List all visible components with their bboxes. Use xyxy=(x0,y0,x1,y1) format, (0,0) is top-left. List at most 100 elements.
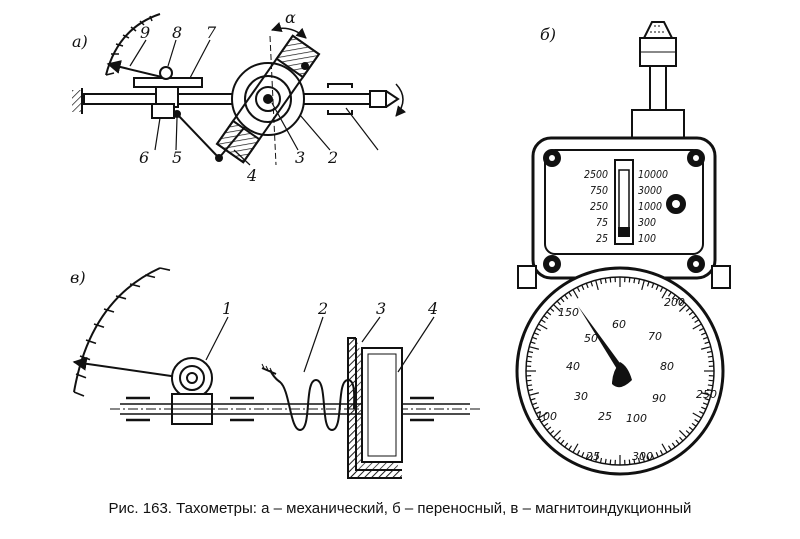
dial-tick xyxy=(526,360,532,363)
dial-tick xyxy=(685,430,691,435)
figure-caption: Рис. 163. Тахометры: а – механический, б… xyxy=(108,500,692,517)
alpha-label: α xyxy=(285,8,296,27)
dial-tick xyxy=(530,397,536,401)
scale-tick xyxy=(144,274,156,279)
dial-tick xyxy=(702,402,708,406)
dial-tick xyxy=(692,412,702,419)
outer-250: 250 xyxy=(696,388,717,401)
dial-tick xyxy=(585,283,589,289)
dial-tick xyxy=(572,289,579,299)
inner-90: 90 xyxy=(652,392,666,405)
dial-tick xyxy=(661,443,668,453)
dial-tick xyxy=(691,315,697,320)
dial-tick xyxy=(581,452,585,458)
dial-tick xyxy=(533,406,539,410)
dial-tick xyxy=(691,422,697,427)
panel-a-label: а) xyxy=(72,32,88,51)
dial-tick xyxy=(633,278,636,284)
label-2: 2 xyxy=(327,148,338,167)
dial-tick xyxy=(585,453,589,459)
outer-25: 25 xyxy=(586,450,600,463)
dial-tick xyxy=(564,442,569,448)
dial-tick xyxy=(599,457,603,464)
scale-tick xyxy=(75,373,87,379)
magneto-induction-tachometer-diagram: в) xyxy=(70,267,480,479)
window-right-4: 100 xyxy=(638,233,656,245)
dial-tick xyxy=(671,442,676,448)
dial-tick xyxy=(535,327,541,332)
dial-tick xyxy=(671,294,676,300)
dial-tick xyxy=(659,286,664,292)
inner-50: 50 xyxy=(584,332,598,345)
dial-tick xyxy=(633,458,636,464)
dial-tick xyxy=(655,452,659,458)
dial-tick xyxy=(699,410,705,415)
c-label-4: 4 xyxy=(427,299,438,318)
dial-tick xyxy=(685,307,691,312)
dial-tick xyxy=(707,355,713,358)
dial-tick xyxy=(568,291,573,297)
dial-tick xyxy=(572,443,579,453)
dial-tick xyxy=(679,300,684,306)
window-left-2: 250 xyxy=(590,201,608,213)
dial-tick xyxy=(637,457,641,464)
dial-tick xyxy=(678,304,687,313)
dial-tick xyxy=(568,445,573,451)
dial-tick xyxy=(667,291,672,297)
dial-tick xyxy=(667,445,672,451)
dial-tick xyxy=(527,384,533,387)
dial-tick xyxy=(628,277,631,283)
dial-tick xyxy=(549,307,555,312)
window-right-3: 300 xyxy=(638,217,656,229)
dial-tick xyxy=(553,429,562,438)
dial-tick xyxy=(706,350,713,354)
dial-tick xyxy=(590,281,594,287)
dial-tick xyxy=(609,277,612,283)
panel-b-dial-scale: 150 200 250 300 25 100 50 60 70 80 90 10… xyxy=(536,296,717,463)
dial-tick xyxy=(556,300,561,306)
dial-tick xyxy=(540,319,546,324)
outer-200: 200 xyxy=(664,296,685,309)
dial-tick xyxy=(694,319,700,324)
dial-tick xyxy=(576,286,581,292)
dial-tick xyxy=(708,379,714,382)
outer-150: 150 xyxy=(558,306,579,319)
window-right-0: 10000 xyxy=(638,169,668,181)
dial-tick xyxy=(604,278,607,284)
window-left-4: 25 xyxy=(596,233,608,245)
dial-tick xyxy=(701,406,707,410)
dial-tick xyxy=(533,332,539,336)
dial-tick xyxy=(700,392,711,396)
dial-tick xyxy=(641,451,645,462)
dial-tick xyxy=(527,388,534,392)
dial-tick xyxy=(540,418,546,423)
dial-tick xyxy=(599,278,603,285)
dial-tick xyxy=(678,429,687,438)
dial-tick xyxy=(659,450,664,456)
inner-70: 70 xyxy=(648,330,662,343)
label-5: 5 xyxy=(172,148,182,167)
dial-tick xyxy=(704,341,710,345)
scale-tick xyxy=(93,323,105,328)
dial-tick xyxy=(661,289,668,299)
panel-a-numbers: 9 8 7 6 5 4 3 2 xyxy=(139,23,338,185)
label-6: 6 xyxy=(139,148,149,167)
outer-300: 300 xyxy=(632,450,653,463)
scale-tick xyxy=(115,295,127,300)
c-label-3: 3 xyxy=(376,299,386,318)
c-label-2: 2 xyxy=(317,299,328,318)
dial-tick xyxy=(702,336,708,340)
dial-tick xyxy=(549,430,555,435)
inner-60: 60 xyxy=(612,318,626,331)
dial-tick xyxy=(609,459,612,465)
panel-c-numbers: 1 2 3 4 xyxy=(222,299,438,318)
dial-tick xyxy=(699,327,705,332)
dial-tick xyxy=(581,284,585,290)
c-label-1: 1 xyxy=(222,299,232,318)
dial-tick xyxy=(701,332,707,336)
dial-tick xyxy=(535,410,541,415)
label-7: 7 xyxy=(206,23,217,42)
dial-tick xyxy=(527,355,533,358)
dial-tick xyxy=(543,315,549,320)
